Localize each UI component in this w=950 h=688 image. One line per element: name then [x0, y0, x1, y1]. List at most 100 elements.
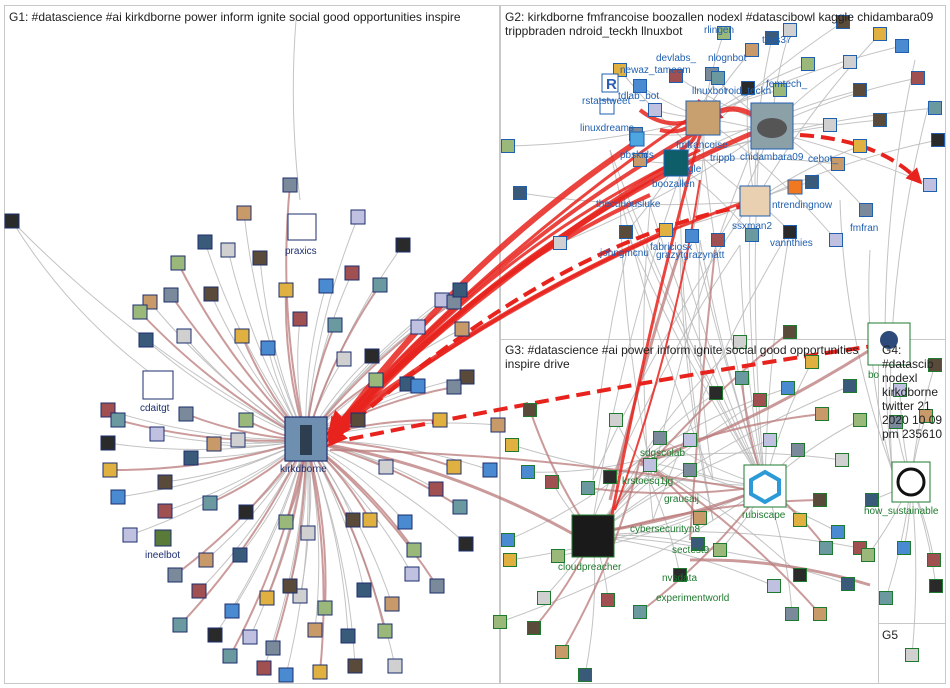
node-rstatstweet[interactable] [601, 73, 619, 93]
avatar-node[interactable] [501, 533, 515, 547]
avatar-node[interactable] [198, 552, 214, 568]
avatar-node[interactable] [783, 225, 797, 239]
avatar-node[interactable] [873, 113, 887, 127]
avatar-node[interactable] [206, 436, 222, 452]
avatar-node[interactable] [717, 26, 731, 40]
avatar-node[interactable] [513, 186, 527, 200]
avatar-node[interactable] [222, 648, 238, 664]
avatar-node[interactable] [801, 57, 815, 71]
avatar-node[interactable] [340, 628, 356, 644]
avatar-node[interactable] [555, 645, 569, 659]
avatar-node[interactable] [711, 71, 725, 85]
avatar-node[interactable] [138, 332, 154, 348]
avatar-node[interactable] [110, 489, 126, 505]
node-bo[interactable] [867, 322, 911, 366]
avatar-node[interactable] [691, 537, 705, 551]
avatar-node[interactable] [523, 403, 537, 417]
avatar-node[interactable] [895, 39, 909, 53]
avatar-node[interactable] [300, 525, 316, 541]
avatar-node[interactable] [711, 233, 725, 247]
avatar-node[interactable] [897, 541, 911, 555]
avatar-node[interactable] [122, 527, 138, 543]
avatar-node[interactable] [783, 325, 797, 339]
avatar-node[interactable] [633, 79, 647, 93]
avatar-node[interactable] [735, 371, 749, 385]
avatar-node[interactable] [234, 328, 250, 344]
avatar-node[interactable] [278, 514, 294, 530]
avatar-node[interactable] [653, 431, 667, 445]
avatar-node[interactable] [191, 583, 207, 599]
avatar-node[interactable] [879, 591, 893, 605]
avatar-node[interactable] [873, 27, 887, 41]
avatar-node[interactable] [745, 43, 759, 57]
avatar-node[interactable] [501, 139, 515, 153]
avatar-node[interactable] [609, 413, 623, 427]
avatar-node[interactable] [406, 542, 422, 558]
avatar-node[interactable] [683, 463, 697, 477]
avatar-node[interactable] [911, 71, 925, 85]
avatar-node[interactable] [238, 412, 254, 428]
avatar-node[interactable] [836, 15, 850, 29]
avatar-node[interactable] [669, 69, 683, 83]
avatar-node[interactable] [345, 512, 361, 528]
avatar-node[interactable] [765, 31, 779, 45]
avatar-node[interactable] [230, 432, 246, 448]
avatar-node[interactable] [236, 205, 252, 221]
avatar-node[interactable] [648, 103, 662, 117]
avatar-node[interactable] [252, 250, 268, 266]
avatar-node[interactable] [312, 664, 328, 680]
avatar-node[interactable] [865, 493, 879, 507]
avatar-node[interactable] [683, 433, 697, 447]
avatar-node[interactable] [545, 475, 559, 489]
avatar-node[interactable] [813, 607, 827, 621]
avatar-node[interactable] [889, 415, 903, 429]
avatar-node[interactable] [452, 282, 468, 298]
avatar-node[interactable] [157, 503, 173, 519]
avatar-node[interactable] [163, 287, 179, 303]
avatar-node[interactable] [458, 536, 474, 552]
avatar-node[interactable] [831, 157, 845, 171]
avatar-node[interactable] [197, 234, 213, 250]
avatar-node[interactable] [859, 203, 873, 217]
avatar-node[interactable] [132, 304, 148, 320]
avatar-node[interactable] [170, 255, 186, 271]
avatar-node[interactable] [377, 623, 393, 639]
avatar-node[interactable] [278, 667, 294, 683]
avatar-node[interactable] [350, 412, 366, 428]
avatar-node[interactable] [157, 474, 173, 490]
avatar-node[interactable] [446, 379, 462, 395]
avatar-node[interactable] [259, 590, 275, 606]
avatar-node[interactable] [207, 627, 223, 643]
node-boozallen[interactable] [663, 149, 689, 177]
avatar-node[interactable] [905, 648, 919, 662]
avatar-node[interactable] [791, 443, 805, 457]
node-cloudpreacher[interactable] [571, 514, 615, 558]
node-ssxman2[interactable] [739, 185, 771, 217]
avatar-node[interactable] [829, 233, 843, 247]
avatar-node[interactable] [327, 317, 343, 333]
node-pbskids[interactable] [629, 131, 645, 147]
avatar-node[interactable] [102, 462, 118, 478]
avatar-node[interactable] [793, 568, 807, 582]
avatar-node[interactable] [763, 433, 777, 447]
avatar-node[interactable] [929, 579, 943, 593]
avatar-node[interactable] [260, 340, 276, 356]
avatar-node[interactable] [493, 615, 507, 629]
avatar-node[interactable] [256, 660, 272, 676]
avatar-node[interactable] [843, 55, 857, 69]
avatar-node[interactable] [815, 407, 829, 421]
avatar-node[interactable] [167, 567, 183, 583]
avatar-node[interactable] [292, 311, 308, 327]
avatar-node[interactable] [490, 417, 506, 433]
avatar-node[interactable] [317, 600, 333, 616]
avatar-node[interactable] [404, 566, 420, 582]
avatar-node[interactable] [613, 63, 627, 77]
avatar-node[interactable] [397, 514, 413, 530]
avatar-node[interactable] [619, 225, 633, 239]
avatar-node[interactable] [410, 319, 426, 335]
avatar-node[interactable] [344, 265, 360, 281]
avatar-node[interactable] [928, 358, 942, 372]
node-praxics[interactable] [287, 213, 317, 241]
avatar-node[interactable] [805, 175, 819, 189]
avatar-node[interactable] [893, 383, 907, 397]
